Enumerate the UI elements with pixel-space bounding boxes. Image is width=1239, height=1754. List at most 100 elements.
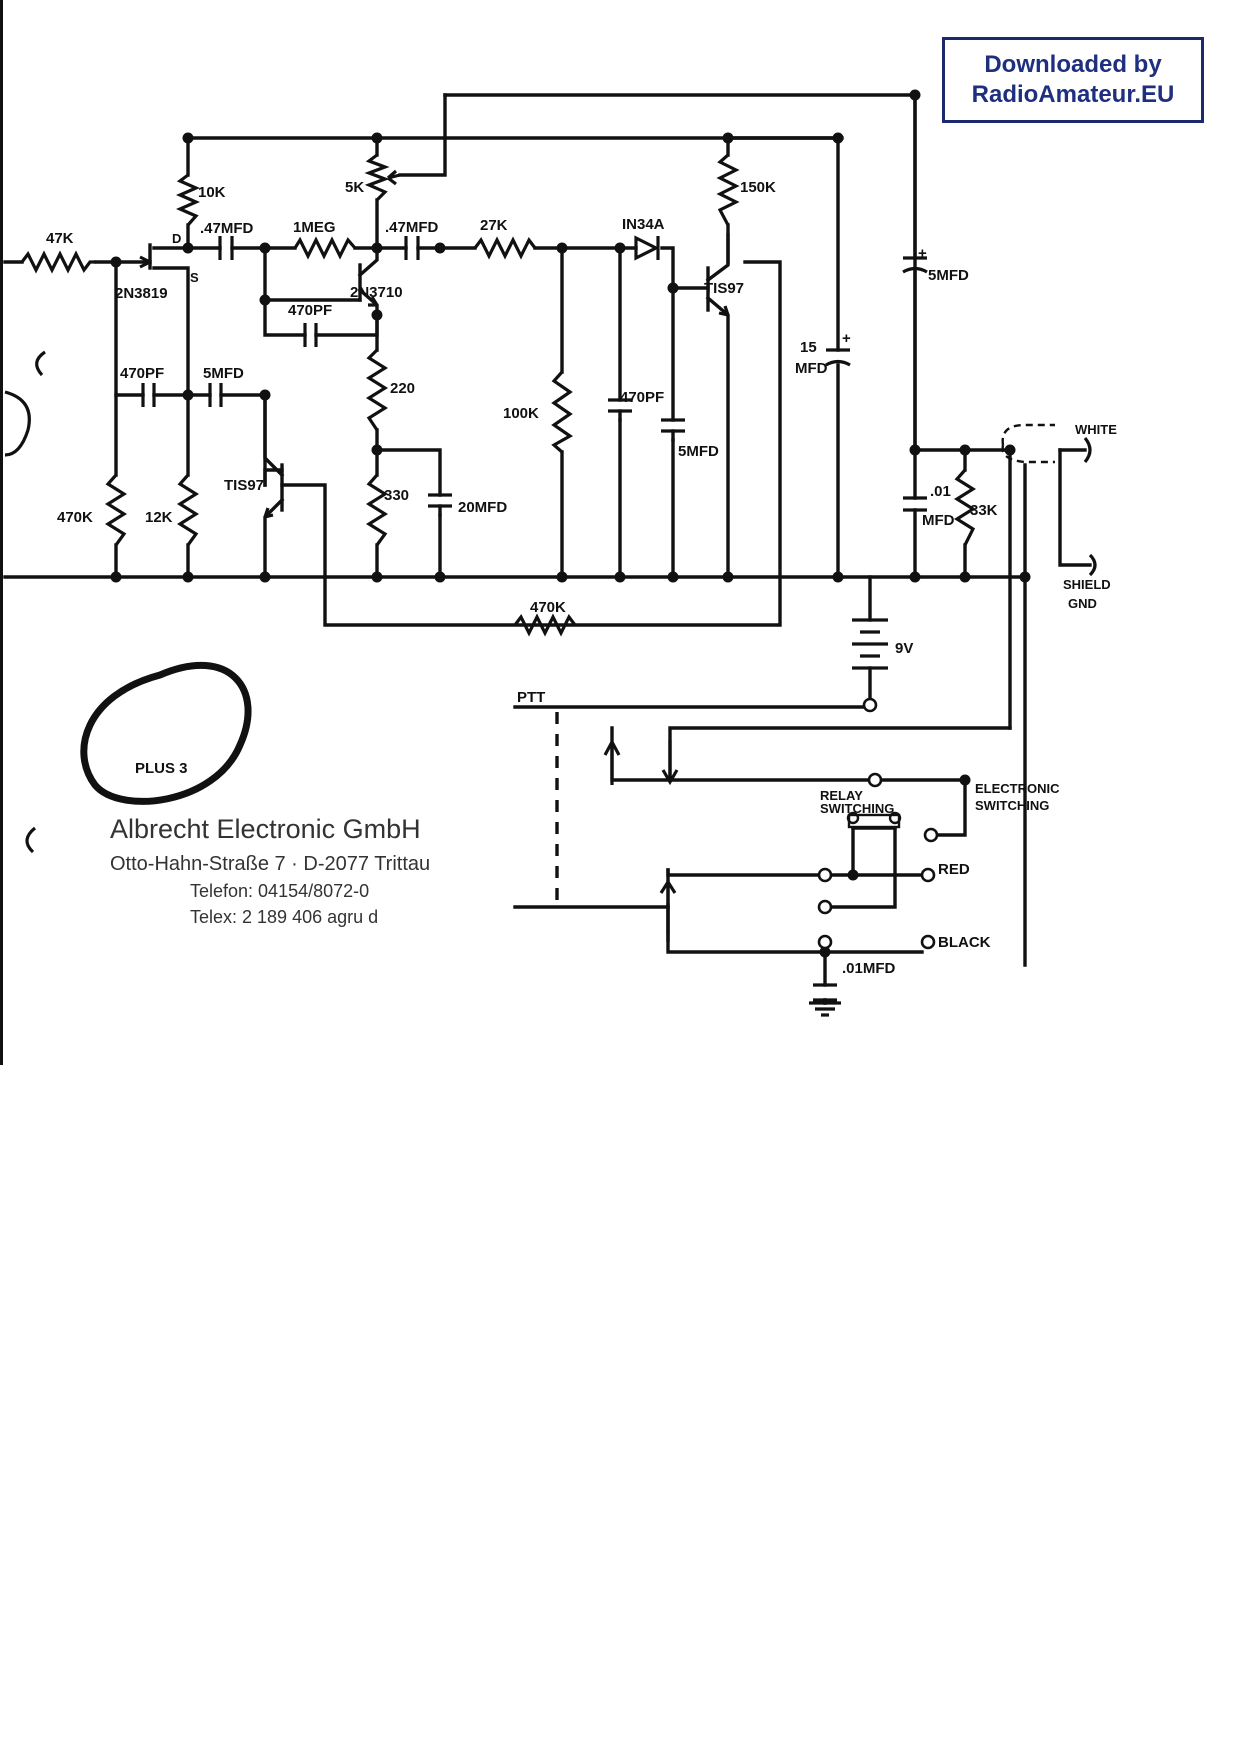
label-r330: 330 [384,487,409,504]
resistor-100k [551,370,574,454]
upper-loop-wire [443,93,917,452]
label-black: BLACK [938,934,991,951]
label-s: S [190,270,199,285]
label-relay-a: RELAY [820,788,863,803]
label-battery: 9V [895,640,913,657]
junction-dots [110,89,1031,958]
label-c5mfd-b: 5MFD [203,365,244,382]
capacitor-001mfd-black [813,983,837,1002]
company-name: Albrecht Electronic GmbH [110,814,421,844]
resistor-330 [365,473,389,546]
pot-wiper-wire [398,93,447,177]
page-edge-line [0,0,3,1065]
label-c470pf-a: 470PF [288,302,332,319]
label-r220: 220 [390,380,415,397]
label-c047b: .47MFD [385,219,439,236]
resistor-1meg [293,236,357,260]
label-c01-b: MFD [922,512,955,529]
label-white: WHITE [1075,422,1117,437]
label-c001: .01MFD [842,960,896,977]
transistor-arrows [139,255,730,519]
punch-mark-1 [35,350,46,377]
label-relay-b: SWITCHING [820,801,894,816]
label-q3: TIS97 [224,477,264,494]
label-pot5k: 5K [345,179,364,196]
capacitor-5mfd-filter [661,418,685,442]
capacitor-470pf-input [141,383,156,407]
ground-symbol [809,998,841,1017]
resistor-150k [716,153,740,226]
label-r470k-b: 470K [530,599,566,616]
svg-text:+: + [842,330,851,347]
component-labels: 47K 2N3819 D S 10K .47MFD 1MEG 5K .47MFD… [46,179,1117,977]
capacitor-047mfd-a [218,236,234,260]
banner-line-1: Downloaded by [984,51,1162,78]
label-d: D [172,231,181,246]
battery-9v [852,618,888,670]
company-phone: Telefon: 04154/8072-0 [190,881,369,901]
label-c5mfd-top: 5MFD [928,267,969,284]
label-r1meg: 1MEG [293,219,336,236]
company-stamp: Albrecht Electronic GmbH Otto-Hahn-Straß… [110,814,430,927]
label-diode: IN34A [622,216,665,233]
ptt-down-arrow [661,740,679,786]
wires [3,93,1092,1005]
label-gnd: GND [1068,596,1097,611]
jfet-source-wire [152,266,190,477]
label-c15-a: 15 [800,339,817,356]
label-c5mfd-c: 5MFD [678,443,719,460]
label-q2: TIS97 [704,280,744,297]
capacitor-047mfd-b [404,236,420,260]
resistor-27k [473,236,537,260]
resistors [20,153,977,637]
punch-mark-2 [4,390,31,457]
output-jack [1001,423,1097,577]
relay-arrow [659,879,677,935]
label-elec-b: SWITCHING [975,798,1049,813]
capacitor-470pf-miller [303,323,318,347]
svg-text:+: + [918,245,927,262]
label-r100k: 100K [503,405,539,422]
label-r150k: 150K [740,179,776,196]
resistor-12k [176,473,200,546]
label-red: RED [938,861,970,878]
jfet-gate-arrow [139,255,151,269]
q3-emitter-arrow [263,507,274,519]
capacitor-5mfd-bias [208,383,223,407]
label-r27k: 27K [480,217,508,234]
punch-mark-3 [25,826,37,854]
label-ptt: PTT [517,689,545,706]
label-c470pf-c: 470PF [620,389,664,406]
label-r12k: 12K [145,509,173,526]
label-r47k: 47K [46,230,74,247]
label-r33k: 33K [970,502,998,519]
capacitor-01mfd-output [903,496,927,512]
potentiometer-5k [364,153,390,202]
q1-emitter-arrow [368,296,379,307]
banner-line-2: RadioAmateur.EU [971,81,1175,108]
company-address: Otto-Hahn-Straße 7 · D-2077 Trittau [110,853,430,875]
resistor-47k [20,250,96,274]
label-c15-b: MFD [795,360,828,377]
label-c01-a: .01 [930,483,951,500]
circled-note-text: PLUS 3 [135,760,188,777]
download-banner: Downloaded by RadioAmateur.EU [942,37,1204,123]
label-q1: 2N3710 [350,284,403,301]
hand-drawn-circle [80,661,252,805]
relay-contact [847,813,901,829]
resistor-33k [953,468,977,546]
label-c470pf-b: 470PF [120,365,164,382]
resistor-470k-feedback [513,613,577,637]
label-elec-a: ELECTRONIC [975,781,1060,796]
label-jfet: 2N3819 [115,285,168,302]
capacitors: + + [141,236,928,1002]
diode-in34a [634,235,660,261]
capacitor-20mfd [428,493,452,517]
capacitor-470pf-filter [608,398,632,422]
pot-wiper-arrow [386,169,401,186]
resistor-220 [365,348,389,431]
resistor-10k [176,173,200,227]
label-r10k: 10K [198,184,226,201]
ptt-up-arrow [603,738,621,785]
